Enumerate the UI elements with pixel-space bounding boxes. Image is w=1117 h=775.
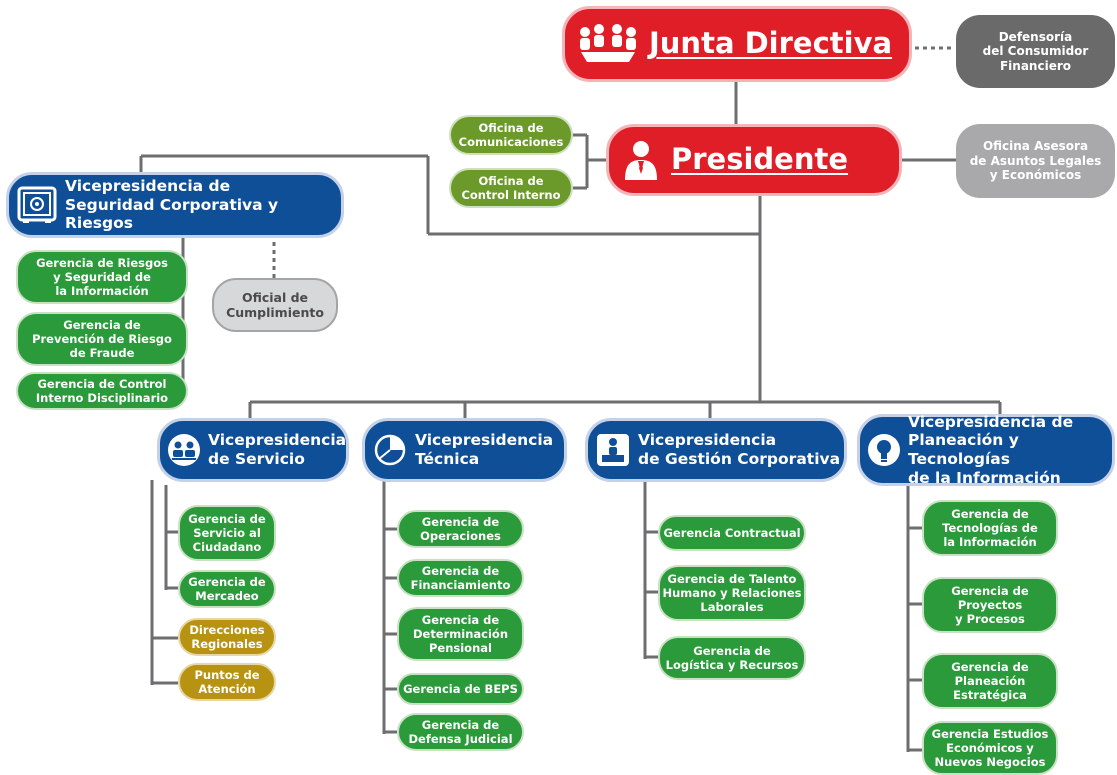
gerencia-proyectos-node: Gerencia de Proyectos y Procesos (922, 577, 1058, 633)
gerencia-contractual-label: Gerencia Contractual (663, 525, 801, 540)
vp-seguridad-node: Vicepresidencia de Seguridad Corporativa… (6, 172, 344, 238)
pie-chart-icon (373, 433, 407, 467)
junta-directiva-node: Junta Directiva (562, 6, 912, 82)
junta-directiva-title: Junta Directiva (649, 26, 893, 61)
podium-icon (596, 433, 630, 467)
gerencia-determinacion-label: Gerencia de Determinación Pensional (412, 612, 509, 655)
oficina-comunicaciones-node: Oficina de Comunicaciones (449, 115, 573, 155)
vp-tecnica-node: Vicepresidencia Técnica (362, 418, 567, 482)
gerencia-control-disciplinario-label: Gerencia de Control Interno Disciplinari… (35, 376, 169, 405)
gerencia-logistica-node: Gerencia de Logística y Recursos (658, 636, 806, 680)
gerencia-riesgos-label: Gerencia de Riesgos y Seguridad de la In… (36, 255, 168, 298)
gerencia-servicio-ciudadano-label: Gerencia de Servicio al Ciudadano (188, 511, 266, 554)
gerencia-estudios-economicos-node: Gerencia Estudios Económicos y Nuevos Ne… (922, 721, 1058, 775)
vp-servicio-title: Vicepresidencia de Servicio (208, 431, 347, 468)
direcciones-regionales-node: Direcciones Regionales (178, 618, 276, 656)
oficina-asesora-label: Oficina Asesora de Asuntos Legales y Eco… (969, 139, 1102, 183)
oficina-asesora-node: Oficina Asesora de Asuntos Legales y Eco… (956, 124, 1115, 198)
gerencia-determinacion-node: Gerencia de Determinación Pensional (397, 607, 524, 661)
vp-servicio-node: Vicepresidencia de Servicio (157, 418, 349, 482)
gerencia-fraude-label: Gerencia de Prevención de Riesgo de Frau… (32, 317, 172, 360)
gerencia-talento-humano-node: Gerencia de Talento Humano y Relaciones … (658, 565, 806, 621)
oficina-control-interno-node: Oficina de Control Interno (449, 168, 573, 208)
presidente-title: Presidente (671, 142, 849, 177)
oficina-control-interno-label: Oficina de Control Interno (461, 173, 561, 202)
customer-service-icon (168, 434, 200, 466)
gerencia-planeacion-estrategica-label: Gerencia de Planeación Estratégica (951, 659, 1029, 702)
gerencia-mercadeo-label: Gerencia de Mercadeo (188, 574, 266, 603)
gerencia-financiamiento-node: Gerencia de Financiamiento (397, 559, 524, 597)
gerencia-proyectos-label: Gerencia de Proyectos y Procesos (951, 583, 1029, 626)
vp-planeacion-node: Vicepresidencia de Planeación y Tecnolog… (857, 412, 1115, 487)
safe-icon (17, 186, 57, 224)
gerencia-talento-humano-label: Gerencia de Talento Humano y Relaciones … (662, 571, 802, 614)
gerencia-contractual-node: Gerencia Contractual (658, 515, 806, 551)
vp-tecnica-title: Vicepresidencia Técnica (415, 431, 554, 468)
lightbulb-icon (868, 434, 900, 466)
gerencia-defensa-judicial-label: Gerencia de Defensa Judicial (408, 717, 513, 746)
gerencia-operaciones-node: Gerencia de Operaciones (397, 510, 524, 548)
gerencia-servicio-ciudadano-node: Gerencia de Servicio al Ciudadano (178, 505, 276, 561)
gerencia-logistica-label: Gerencia de Logística y Recursos (665, 643, 799, 672)
gerencia-fraude-node: Gerencia de Prevención de Riesgo de Frau… (16, 312, 188, 366)
oficina-comunicaciones-label: Oficina de Comunicaciones (458, 120, 564, 149)
puntos-atencion-node: Puntos de Atención (178, 663, 276, 701)
defensoria-node: Defensoría del Consumidor Financiero (956, 15, 1115, 88)
board-meeting-icon (575, 22, 641, 66)
vp-gestion-title: Vicepresidencia de Gestión Corporativa (638, 431, 841, 468)
gerencia-control-disciplinario-node: Gerencia de Control Interno Disciplinari… (16, 372, 188, 410)
gerencia-defensa-judicial-node: Gerencia de Defensa Judicial (397, 713, 524, 751)
gerencia-mercadeo-node: Gerencia de Mercadeo (178, 570, 276, 608)
gerencia-planeacion-estrategica-node: Gerencia de Planeación Estratégica (922, 653, 1058, 709)
gerencia-tecnologias-node: Gerencia de Tecnologías de la Informació… (922, 500, 1058, 556)
vp-gestion-node: Vicepresidencia de Gestión Corporativa (585, 418, 847, 482)
president-icon (619, 138, 663, 182)
gerencia-riesgos-node: Gerencia de Riesgos y Seguridad de la In… (16, 250, 188, 304)
oficial-cumplimiento-node: Oficial de Cumplimiento (212, 278, 338, 332)
gerencia-estudios-economicos-label: Gerencia Estudios Económicos y Nuevos Ne… (931, 726, 1049, 769)
gerencia-beps-label: Gerencia de BEPS (403, 681, 518, 696)
gerencia-tecnologias-label: Gerencia de Tecnologías de la Informació… (942, 506, 1038, 549)
vp-seguridad-title: Vicepresidencia de Seguridad Corporativa… (65, 177, 279, 233)
defensoria-label: Defensoría del Consumidor Financiero (982, 29, 1089, 73)
puntos-atencion-label: Puntos de Atención (194, 667, 260, 696)
oficial-cumplimiento-label: Oficial de Cumplimiento (226, 289, 324, 320)
gerencia-financiamiento-label: Gerencia de Financiamiento (410, 563, 511, 592)
gerencia-beps-node: Gerencia de BEPS (397, 673, 524, 705)
direcciones-regionales-label: Direcciones Regionales (189, 622, 265, 651)
presidente-node: Presidente (606, 124, 902, 196)
vp-planeacion-title: Vicepresidencia de Planeación y Tecnolog… (908, 412, 1074, 487)
gerencia-operaciones-label: Gerencia de Operaciones (420, 514, 501, 543)
